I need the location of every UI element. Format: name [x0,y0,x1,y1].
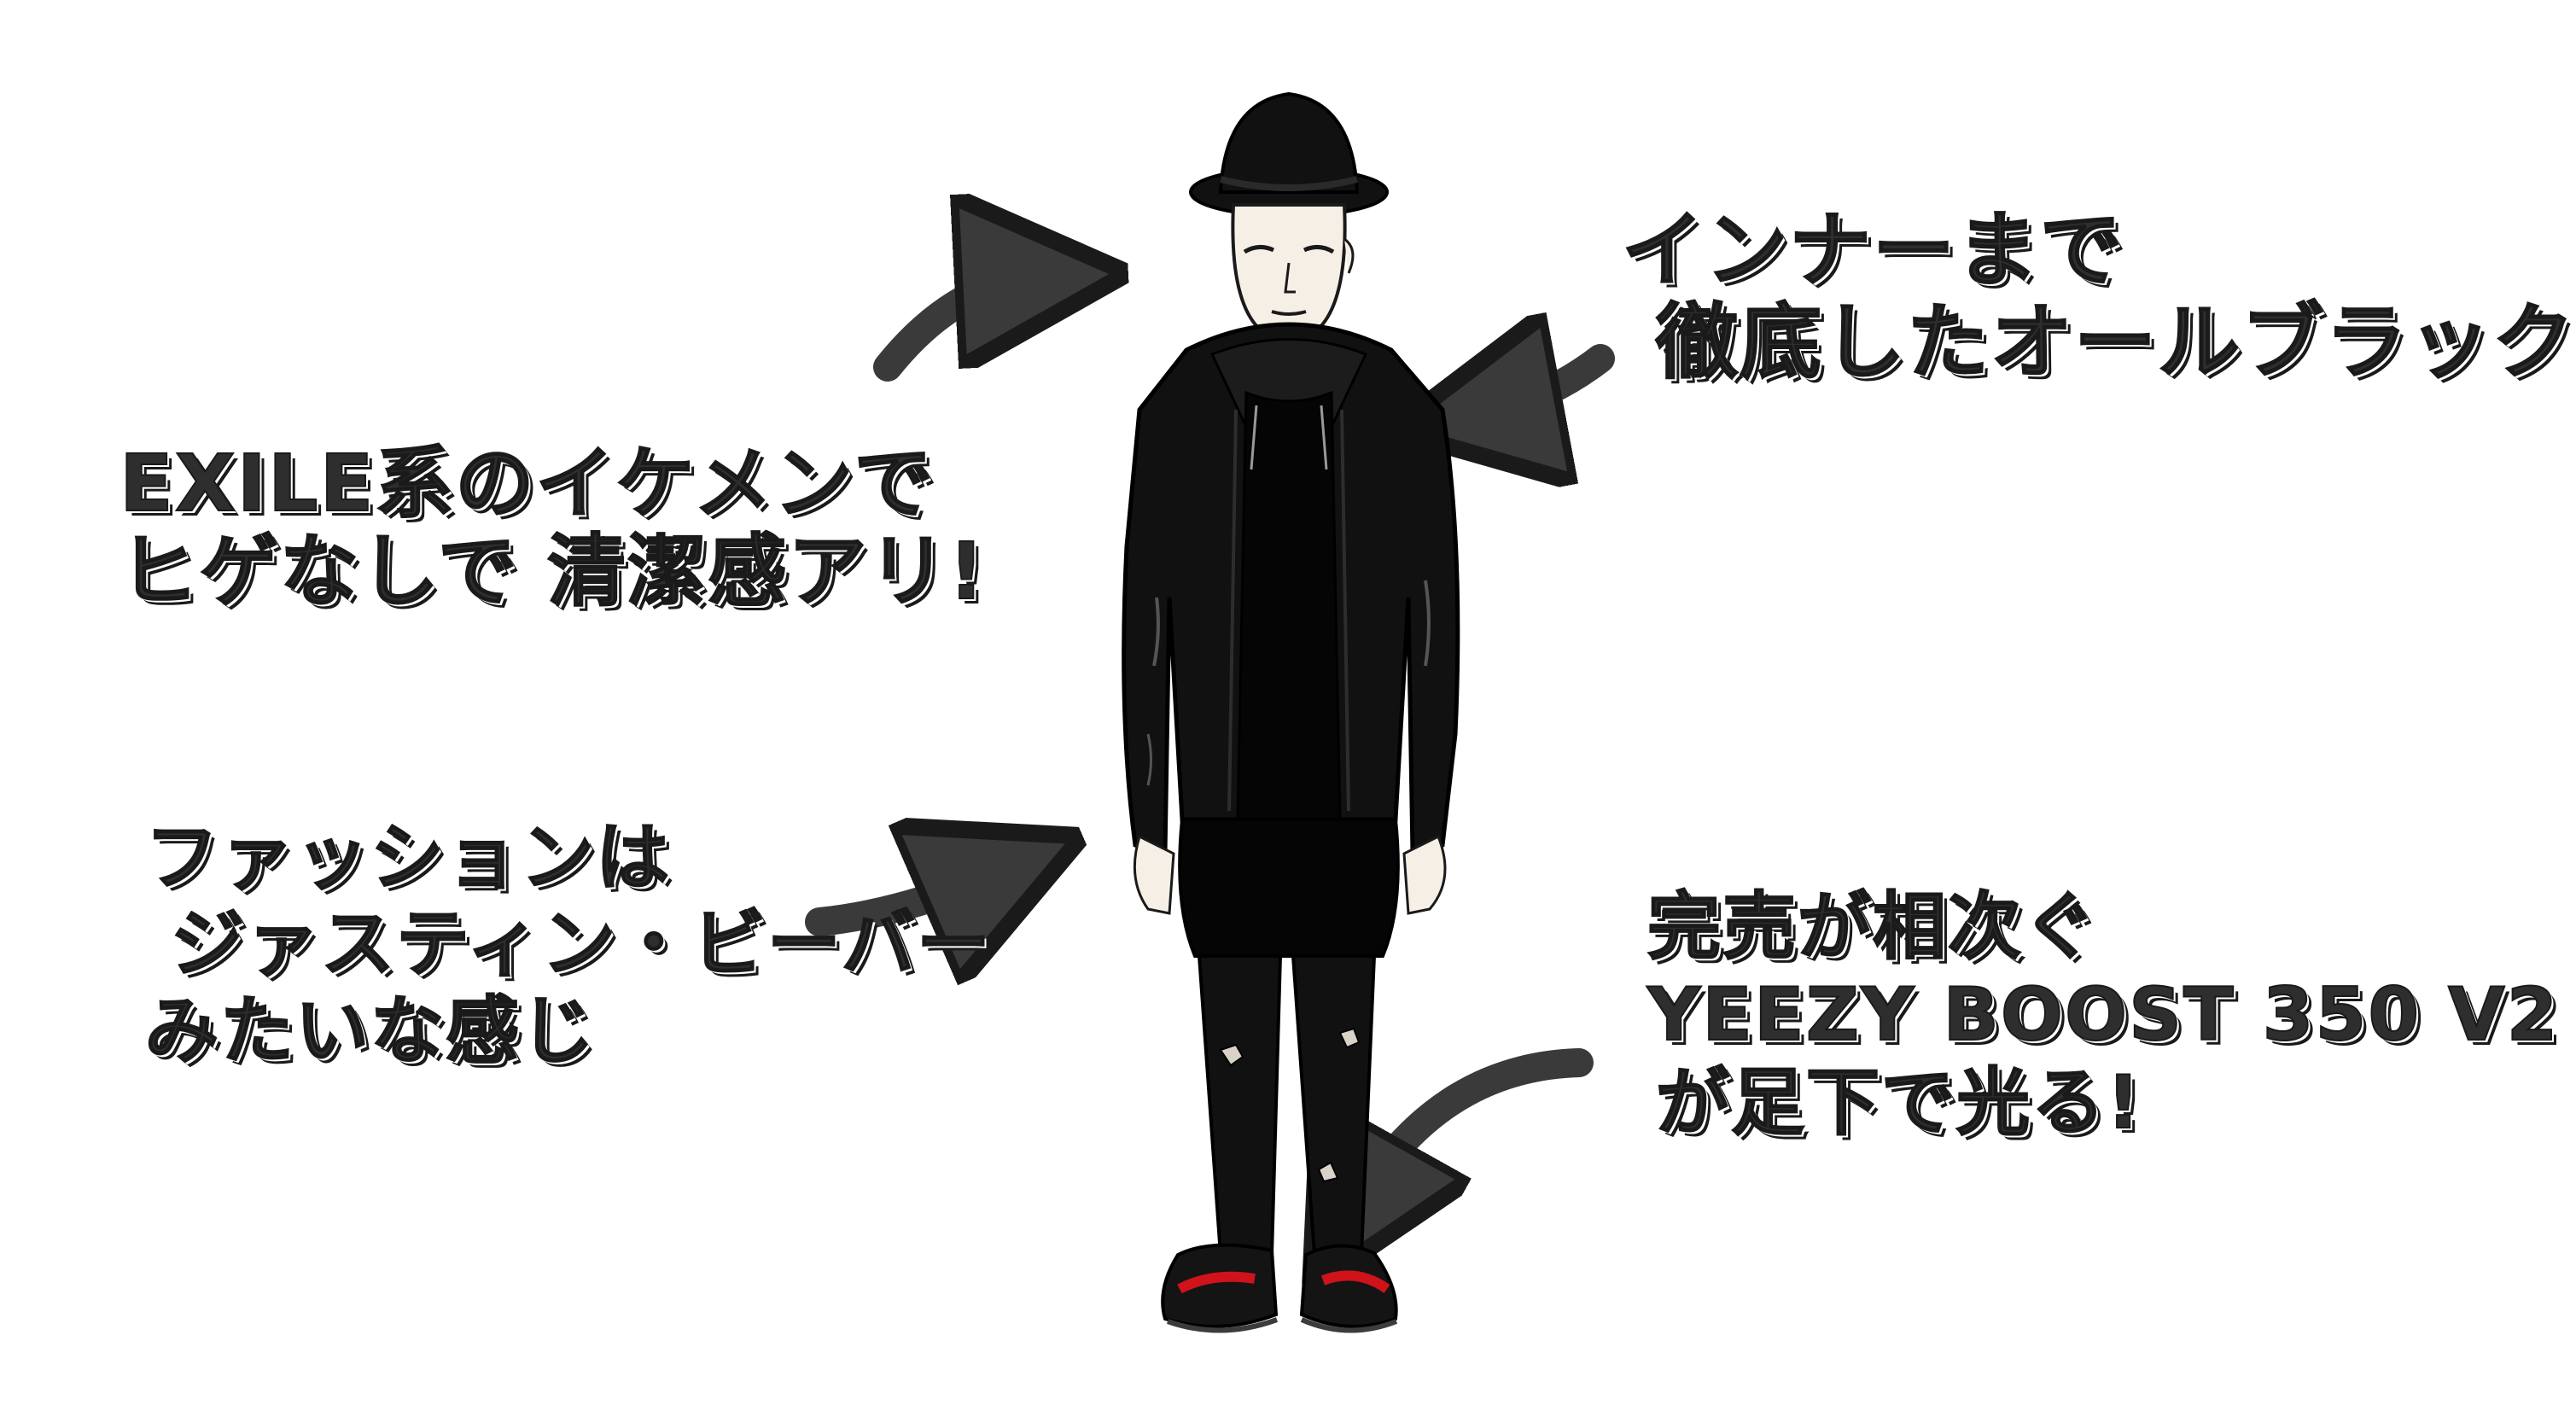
hoodie-jacket-icon [1122,322,1460,857]
callout-face-line-1: EXILE系のイケメンで [119,438,935,529]
callout-style-line-3: みたいな感じ [144,988,596,1075]
illustration-canvas: EXILE系のイケメンで ヒゲなしで 清潔感アリ! インナーまで 徹底したオール… [118,0,2575,1411]
callout-inner-line-1: インナーまで [1621,202,2124,298]
callout-style-line-1: ファッションは [144,814,671,901]
curved-arrow-icon [873,277,1041,382]
callout-shoes-line-1: 完売が相次ぐ [1646,883,2098,971]
callout-inner-line-2: 徹底したオールブラック [1655,294,2576,390]
callout-shoes-text: 完売が相次ぐ YEEZY BOOST 350 V2 が足下で光る! [1646,883,2560,1148]
callout-face-line-2: ヒゲなしで 清潔感アリ! [119,526,987,618]
man-figure-illustration [1122,91,1460,1333]
ripped-jeans-icon [1197,954,1377,1256]
curved-arrow-icon [1477,359,1615,414]
hat-icon [1189,91,1389,218]
callout-face-text: EXILE系のイケメンで ヒゲなしで 清潔感アリ! [119,438,987,618]
callout-shoes-line-3: が足下で光る! [1655,1059,2142,1146]
arrows-layer [805,0,1615,1411]
callout-style-text: ファッションは ジァスティン・ビーバー みたいな感じ [144,814,992,1075]
callout-style-line-2: ジァスティン・ビーバー [170,901,992,988]
curved-arrow-icon [805,871,1003,922]
sneakers-icon [1161,1243,1398,1333]
curved-arrow-icon [1353,1048,1594,1212]
hands-icon [1133,834,1447,915]
callout-inner-text: インナーまで 徹底したオールブラック [1621,202,2576,390]
callout-shoes-line-2: YEEZY BOOST 350 V2 [1646,971,2560,1058]
